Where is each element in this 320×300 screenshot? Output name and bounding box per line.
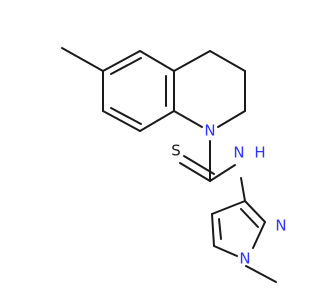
atom-n-pyrazole-1: N <box>239 250 250 268</box>
structure-canvas: N S N H N N <box>61 47 287 283</box>
atom-n-pyrazole-2: N <box>275 217 286 235</box>
bond-pyrazole-c5-c4-inner <box>218 218 222 240</box>
bond-benzene-a-inner <box>110 57 142 75</box>
bond-pyrazole-n1-c5 <box>213 245 238 257</box>
bond-ring-c2-n1 <box>217 110 246 128</box>
bond-thione-1 <box>179 162 211 182</box>
atom-n-amide: N <box>233 144 244 162</box>
bond-benzene-d <box>139 110 175 132</box>
bond-ring-c4-c3 <box>209 50 246 72</box>
bond-ring-n1-c8a <box>173 110 203 128</box>
bond-pyrazole-c3-n2 <box>244 200 266 223</box>
bond-thiocarbonyl-nh <box>209 164 236 182</box>
molecule-diagram: N S N H N N <box>61 47 287 283</box>
bond-pyrazole-n2-n1 <box>252 221 266 249</box>
bond-pyrazole-c4-c3 <box>211 200 246 215</box>
bond-benzene-b <box>139 50 175 72</box>
bond-pyrazole-c3-n2-inner <box>240 208 259 228</box>
atom-s-thione: S <box>171 142 181 160</box>
bond-pyrazole-c5-c4 <box>211 213 215 247</box>
bond-benzene-e-inner <box>110 107 142 125</box>
bond-nh-pyrazole <box>240 177 246 202</box>
atom-n-ring: N <box>204 122 215 140</box>
bond-n-methyl <box>245 265 277 283</box>
bond-benzene-a <box>102 50 141 72</box>
bond-benzene-e <box>102 110 141 132</box>
bond-thione-2 <box>183 155 215 175</box>
bond-methyl-aryl <box>61 47 104 72</box>
bond-ring-c4a-c4 <box>173 50 211 72</box>
atom-h-amide: H <box>254 144 265 162</box>
